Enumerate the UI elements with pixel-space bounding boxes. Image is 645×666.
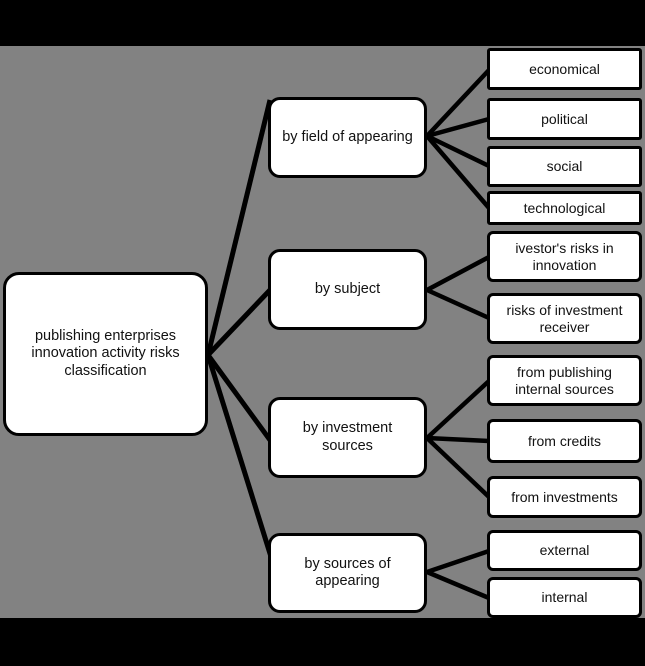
node-investors-risks-in-innovation-label: ivestor's risks in innovation [515, 239, 614, 273]
node-social[interactable]: social [487, 146, 642, 187]
top-letterbox-bar [0, 0, 645, 46]
node-from-publishing-internal-sources-label: from publishing internal sources [515, 363, 614, 397]
node-by-investment-sources[interactable]: by investment sources [268, 397, 427, 478]
node-by-sources-of-appearing[interactable]: by sources of appearing [268, 533, 427, 613]
node-external-label: external [539, 542, 590, 559]
node-by-field-of-appearing[interactable]: by field of appearing [268, 97, 427, 178]
node-by-sources-of-appearing-label: by sources of appearing [304, 555, 391, 589]
node-from-publishing-internal-sources[interactable]: from publishing internal sources [487, 355, 642, 406]
node-political[interactable]: political [487, 98, 642, 140]
node-economical[interactable]: economical [487, 48, 642, 90]
node-root[interactable]: publishing enterprises innovation activi… [3, 272, 208, 436]
node-risks-of-investment-receiver-label: risks of investment receiver [506, 301, 623, 335]
node-political-label: political [541, 110, 588, 127]
node-economical-label: economical [529, 60, 600, 77]
node-technological-label: technological [523, 199, 606, 216]
node-from-credits[interactable]: from credits [487, 419, 642, 463]
node-social-label: social [546, 158, 583, 175]
node-by-field-of-appearing-label: by field of appearing [282, 128, 413, 145]
node-from-investments-label: from investments [511, 488, 618, 505]
node-internal-label: internal [541, 589, 588, 606]
node-root-label: publishing enterprises innovation activi… [31, 328, 180, 379]
node-internal[interactable]: internal [487, 577, 642, 618]
node-from-credits-label: from credits [527, 432, 602, 449]
node-from-investments[interactable]: from investments [487, 476, 642, 518]
node-risks-of-investment-receiver[interactable]: risks of investment receiver [487, 293, 642, 344]
node-by-investment-sources-label: by investment sources [302, 420, 393, 454]
node-by-subject-label: by subject [314, 280, 381, 297]
node-investors-risks-in-innovation[interactable]: ivestor's risks in innovation [487, 231, 642, 282]
node-technological[interactable]: technological [487, 191, 642, 225]
bottom-letterbox-bar [0, 618, 645, 666]
node-by-subject[interactable]: by subject [268, 249, 427, 330]
node-external[interactable]: external [487, 530, 642, 571]
